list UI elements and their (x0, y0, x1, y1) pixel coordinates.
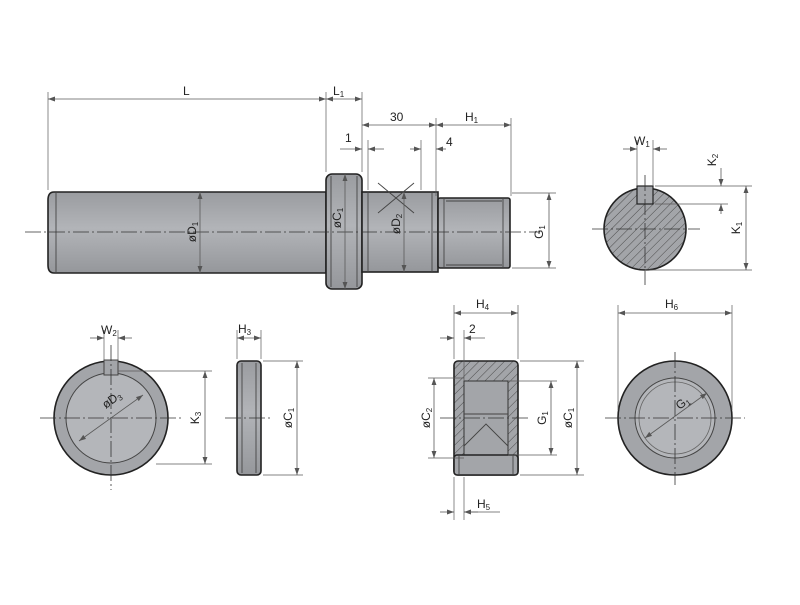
dim-H1-label: H1 (465, 110, 479, 125)
side-view: L L1 30 H1 1 4 øD1 øC1 øD2 G1 (25, 84, 556, 290)
dim-W2-label: W2 (101, 323, 117, 338)
end-view: W1 K2 K1 (592, 134, 752, 285)
dim-C1-label: øC1 (330, 207, 345, 228)
dim-H6-label: H6 (665, 297, 679, 312)
dim-H5-label: H5 (477, 497, 491, 512)
dim-30-label: 30 (390, 110, 404, 124)
dim-4-label: 4 (446, 135, 453, 149)
nut-section-view: H4 2 øC2 G1 øC1 H5 (419, 297, 584, 520)
dim-washer-C1-label: øC1 (281, 407, 296, 428)
washer-side-view: H3 øC1 (225, 322, 303, 476)
dim-K2-label: K2 (705, 153, 720, 166)
dim-H3-label: H3 (238, 322, 252, 337)
dim-K3-label: K3 (188, 411, 203, 424)
dim-D1-label: øD1 (185, 221, 200, 242)
dim-nut-G1-label: G1 (535, 411, 550, 425)
dim-L-label: L (183, 84, 190, 98)
dim-D2-label: øD2 (389, 213, 404, 234)
shaft-main-body (47, 191, 327, 274)
nut-front-view: H6 G1 (605, 297, 745, 485)
dim-nut-C1-label: øC1 (561, 407, 576, 428)
dim-C2-label: øC2 (419, 407, 434, 428)
washer-front-view: W2 øD3 K3 (40, 323, 212, 490)
dim-W1-label: W1 (634, 134, 650, 149)
dim-G1-label: G1 (532, 225, 547, 239)
dim-1-label: 1 (345, 131, 352, 145)
dim-2-label: 2 (469, 322, 476, 336)
shaft-thread (437, 197, 511, 269)
dim-H4-label: H4 (476, 297, 490, 312)
dim-L1-label: L1 (333, 84, 345, 99)
dim-K1-label: K1 (729, 221, 744, 234)
